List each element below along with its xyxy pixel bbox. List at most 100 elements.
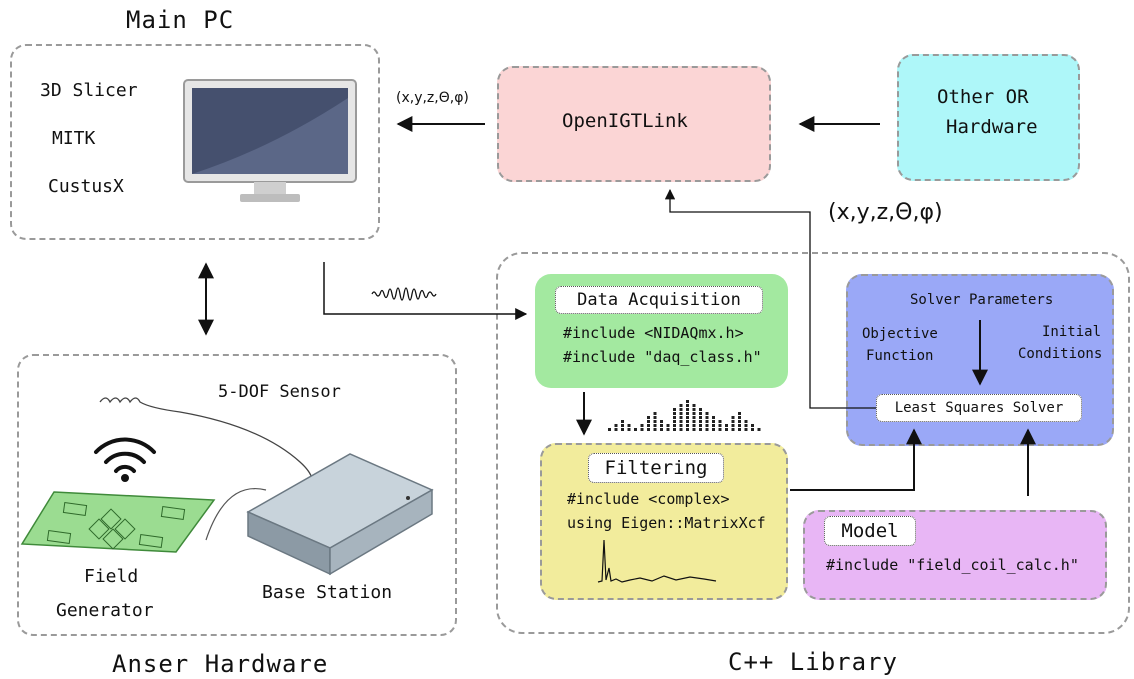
- sensor-label: 5-DOF Sensor: [218, 382, 341, 402]
- histogram-dot: [679, 412, 683, 415]
- histogram-dot: [621, 428, 624, 431]
- histogram-dot: [660, 420, 663, 423]
- field-generator-icon: [20, 491, 216, 553]
- histogram-dot: [692, 416, 696, 419]
- histogram-dot: [699, 424, 702, 427]
- histogram-dot: [686, 404, 689, 407]
- least-squares-solver: Least Squares Solver: [876, 394, 1082, 422]
- histogram-dot: [673, 416, 676, 419]
- histogram-dot: [731, 428, 735, 431]
- histogram-dot: [705, 424, 709, 427]
- histogram-dot: [718, 420, 722, 423]
- histogram-dot: [621, 420, 624, 423]
- histogram-dot: [705, 412, 709, 415]
- field-generator-line1: Field: [84, 566, 139, 587]
- histogram-dot: [705, 428, 709, 431]
- histogram-dot: [718, 428, 722, 431]
- app-3d-slicer: 3D Slicer: [40, 80, 138, 101]
- filtering-code-line-2: using Eigen::MatrixXcf: [567, 514, 766, 532]
- cpp-library-box: [496, 252, 1130, 634]
- histogram-dot: [640, 424, 644, 427]
- histogram-dot: [731, 424, 735, 427]
- objective-line1: Objective: [862, 326, 938, 342]
- histogram-dot: [738, 424, 741, 427]
- histogram-dot: [692, 404, 696, 407]
- histogram-dot: [614, 424, 618, 427]
- pose-label-large: (x,y,z,Θ,φ): [828, 200, 943, 225]
- histogram-dot: [725, 428, 728, 431]
- histogram-dot: [653, 420, 657, 423]
- histogram-dot: [653, 416, 657, 419]
- histogram-dot: [712, 424, 715, 427]
- anser-hardware-title: Anser Hardware: [112, 650, 329, 678]
- solver-params-label: Solver Parameters: [910, 292, 1054, 308]
- histogram-dot: [679, 424, 683, 427]
- histogram-dot: [686, 416, 689, 419]
- histogram-dot: [653, 424, 657, 427]
- histogram-dot: [686, 400, 689, 403]
- histogram-dot: [647, 416, 650, 419]
- histogram-dot: [679, 420, 683, 423]
- histogram-dot: [660, 428, 663, 431]
- histogram-dot: [686, 420, 689, 423]
- histogram-dot: [699, 412, 702, 415]
- histogram-dot: [751, 428, 754, 431]
- histogram-dot: [647, 420, 650, 423]
- histogram-dot: [666, 428, 670, 431]
- filtering-code-line-1: #include <complex>: [567, 490, 730, 508]
- histogram-dot: [744, 424, 748, 427]
- histogram-dot: [731, 416, 735, 419]
- openigtlink-box: [497, 66, 771, 182]
- histogram-dot: [608, 428, 611, 431]
- histogram-dot: [673, 412, 676, 415]
- histogram-dot: [634, 428, 637, 431]
- histogram-dot: [692, 428, 696, 431]
- generator-cable: [205, 488, 267, 541]
- histogram-dot: [679, 404, 683, 407]
- histogram-dot: [640, 428, 644, 431]
- arrow-hardware-to-daq: [323, 262, 528, 320]
- other-hw-line2: Hardware: [946, 116, 1038, 138]
- histogram-dot: [712, 416, 715, 419]
- app-custusx: CustusX: [48, 176, 124, 197]
- histogram-dot: [679, 428, 683, 431]
- histogram-dot: [738, 412, 741, 415]
- histogram-dot: [692, 424, 696, 427]
- field-generator-line2: Generator: [56, 600, 154, 621]
- histogram-dot: [718, 424, 722, 427]
- histogram-dot: [699, 408, 702, 411]
- objective-line2: Function: [866, 348, 934, 364]
- initial-line1: Initial: [1042, 324, 1102, 340]
- histogram-dot: [699, 428, 702, 431]
- histogram-dot: [744, 420, 748, 423]
- histogram-dot: [660, 424, 663, 427]
- base-station-label: Base Station: [262, 582, 393, 603]
- other-hw-box: [897, 54, 1080, 181]
- histogram-dot: [686, 424, 689, 427]
- histogram-dot: [738, 416, 741, 419]
- histogram-dot: [738, 428, 741, 431]
- wifi-dot: [121, 474, 129, 482]
- histogram-dot: [653, 412, 657, 415]
- histogram-dot: [692, 420, 696, 423]
- histogram-dot: [692, 412, 696, 415]
- histogram-dot: [647, 428, 650, 431]
- initial-line2: Conditions: [1018, 346, 1103, 362]
- histogram-dot: [627, 428, 631, 431]
- daq-code-line-1: #include <NIDAQmx.h>: [563, 324, 744, 342]
- histogram-dot: [705, 420, 709, 423]
- signal-wave-icon: [371, 287, 437, 301]
- histogram-dot: [751, 424, 754, 427]
- histogram-dot: [679, 416, 683, 419]
- arrow-filtering-to-solver: [790, 428, 922, 491]
- histogram-dot: [705, 416, 709, 419]
- other-hw-line1: Other OR: [937, 86, 1029, 108]
- histogram-dot: [686, 428, 689, 431]
- anser-hardware-box: [17, 354, 457, 636]
- histogram-dot: [725, 424, 728, 427]
- filtering-title: Filtering: [588, 453, 724, 483]
- histogram-dot: [666, 424, 670, 427]
- model-code-line: #include "field_coil_calc.h": [826, 556, 1079, 574]
- histogram-dot: [744, 428, 748, 431]
- spectrum-plot-icon: [597, 539, 717, 583]
